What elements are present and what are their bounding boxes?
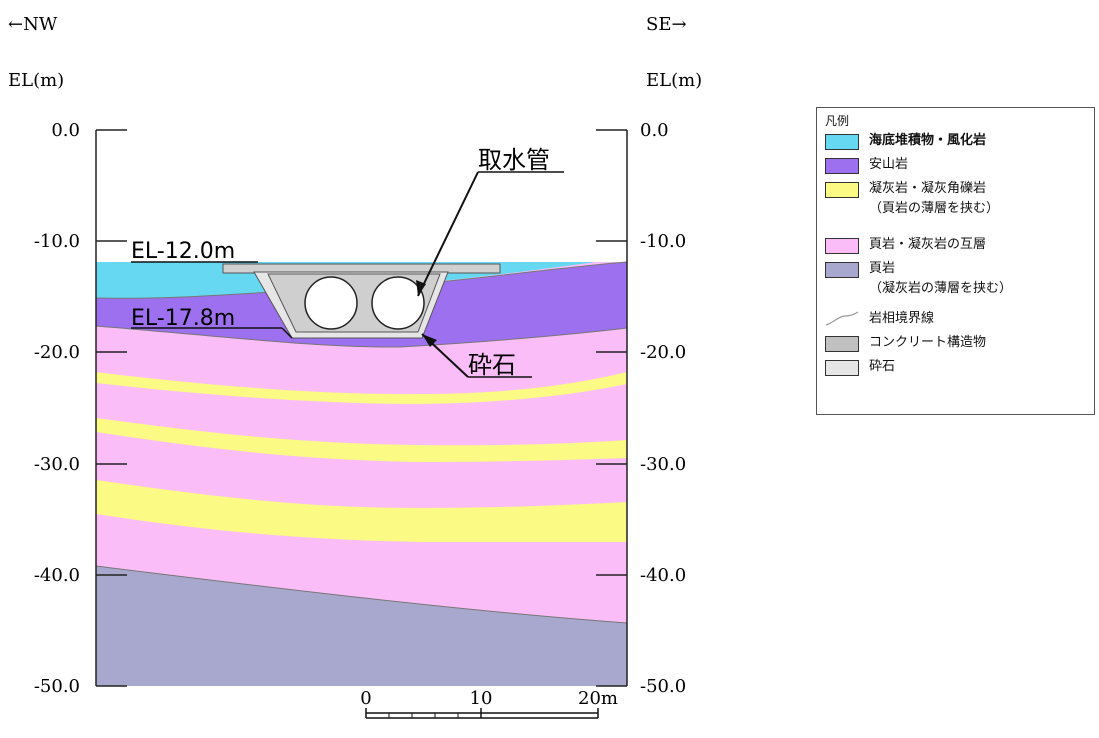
intake-pipe-right xyxy=(371,276,425,330)
tick-label-left: -10.0 xyxy=(34,231,80,252)
direction-se-label: SE→ xyxy=(646,14,687,35)
axis-unit-left: EL(m) xyxy=(8,70,64,91)
layer-shale xyxy=(96,566,627,686)
tick-label-right: -50.0 xyxy=(640,676,686,697)
legend-swatch xyxy=(825,134,859,150)
el-bottom-leader xyxy=(281,327,293,339)
boundary-line xyxy=(95,325,628,348)
layer-tuff-2 xyxy=(96,418,627,462)
legend-swatch xyxy=(825,182,859,198)
legend-label: 頁岩・凝灰岩の互層 xyxy=(869,237,987,252)
crushed-stone-arrowhead xyxy=(422,334,437,347)
legend-label: 安山岩 xyxy=(869,157,909,172)
tick-label-left: -20.0 xyxy=(34,342,80,363)
legend-label: 凝灰岩・凝灰角礫岩 xyxy=(869,181,987,196)
tick-label-right: -10.0 xyxy=(640,231,686,252)
boundary-line-icon xyxy=(825,311,859,326)
legend-note: （頁岩の薄層を挟む） xyxy=(869,201,1000,216)
layer-tuff-1 xyxy=(96,372,627,404)
crushed-stone-label: 砕石 xyxy=(468,351,516,379)
legend: 凡例 海底堆積物・風化岩 安山岩 凝灰岩・凝灰角礫岩 （頁岩の薄層を挟む） 頁岩… xyxy=(816,107,1095,415)
intake-pipe-left xyxy=(304,276,358,330)
legend-label: コンクリート構造物 xyxy=(869,335,987,350)
axis-unit-right: EL(m) xyxy=(646,70,702,91)
intake-pipe-label: 取水管 xyxy=(478,146,550,174)
boundary-line xyxy=(95,565,628,624)
legend-label: 岩相境界線 xyxy=(869,311,935,326)
layer-tuff-3 xyxy=(96,480,627,542)
intake-pipe-leader xyxy=(417,171,479,297)
tick-label-right: -30.0 xyxy=(640,454,686,475)
scale-label: 20m xyxy=(578,688,618,709)
scale-bar: 0 10 20m xyxy=(360,688,618,719)
elevation-ticks: 0.0 -10.0 -20.0 -30.0 -40.0 -50.0 0.0 -1… xyxy=(34,120,686,697)
scale-label: 10 xyxy=(470,688,493,709)
legend-label: 砕石 xyxy=(869,359,896,374)
tick-label-left: -40.0 xyxy=(34,565,80,586)
legend-swatch xyxy=(825,158,859,174)
el-bottom-label: EL-17.8m xyxy=(131,306,235,331)
legend-swatch xyxy=(825,262,859,278)
tick-label-left: 0.0 xyxy=(51,120,80,141)
tick-label-left: -30.0 xyxy=(34,454,80,475)
legend-swatch xyxy=(825,336,859,352)
legend-note: （凝灰岩の薄層を挟む） xyxy=(869,281,1013,296)
annotations: EL-12.0m EL-17.8m 取水管 砕石 xyxy=(131,146,564,379)
tick-label-left: -50.0 xyxy=(34,676,80,697)
tick-label-right: 0.0 xyxy=(640,120,669,141)
el-top-label: EL-12.0m xyxy=(131,239,235,264)
tick-label-right: -40.0 xyxy=(640,565,686,586)
legend-label: 頁岩 xyxy=(869,261,896,276)
legend-title: 凡例 xyxy=(825,114,850,128)
legend-swatch xyxy=(825,360,859,376)
intake-pipe-arrowhead xyxy=(416,280,426,296)
tick-label-right: -20.0 xyxy=(640,342,686,363)
legend-label: 海底堆積物・風化岩 xyxy=(869,133,987,148)
legend-swatch xyxy=(825,238,859,254)
intake-structure xyxy=(222,263,501,339)
direction-nw-label: ←NW xyxy=(8,14,58,35)
scale-label: 0 xyxy=(360,688,371,709)
